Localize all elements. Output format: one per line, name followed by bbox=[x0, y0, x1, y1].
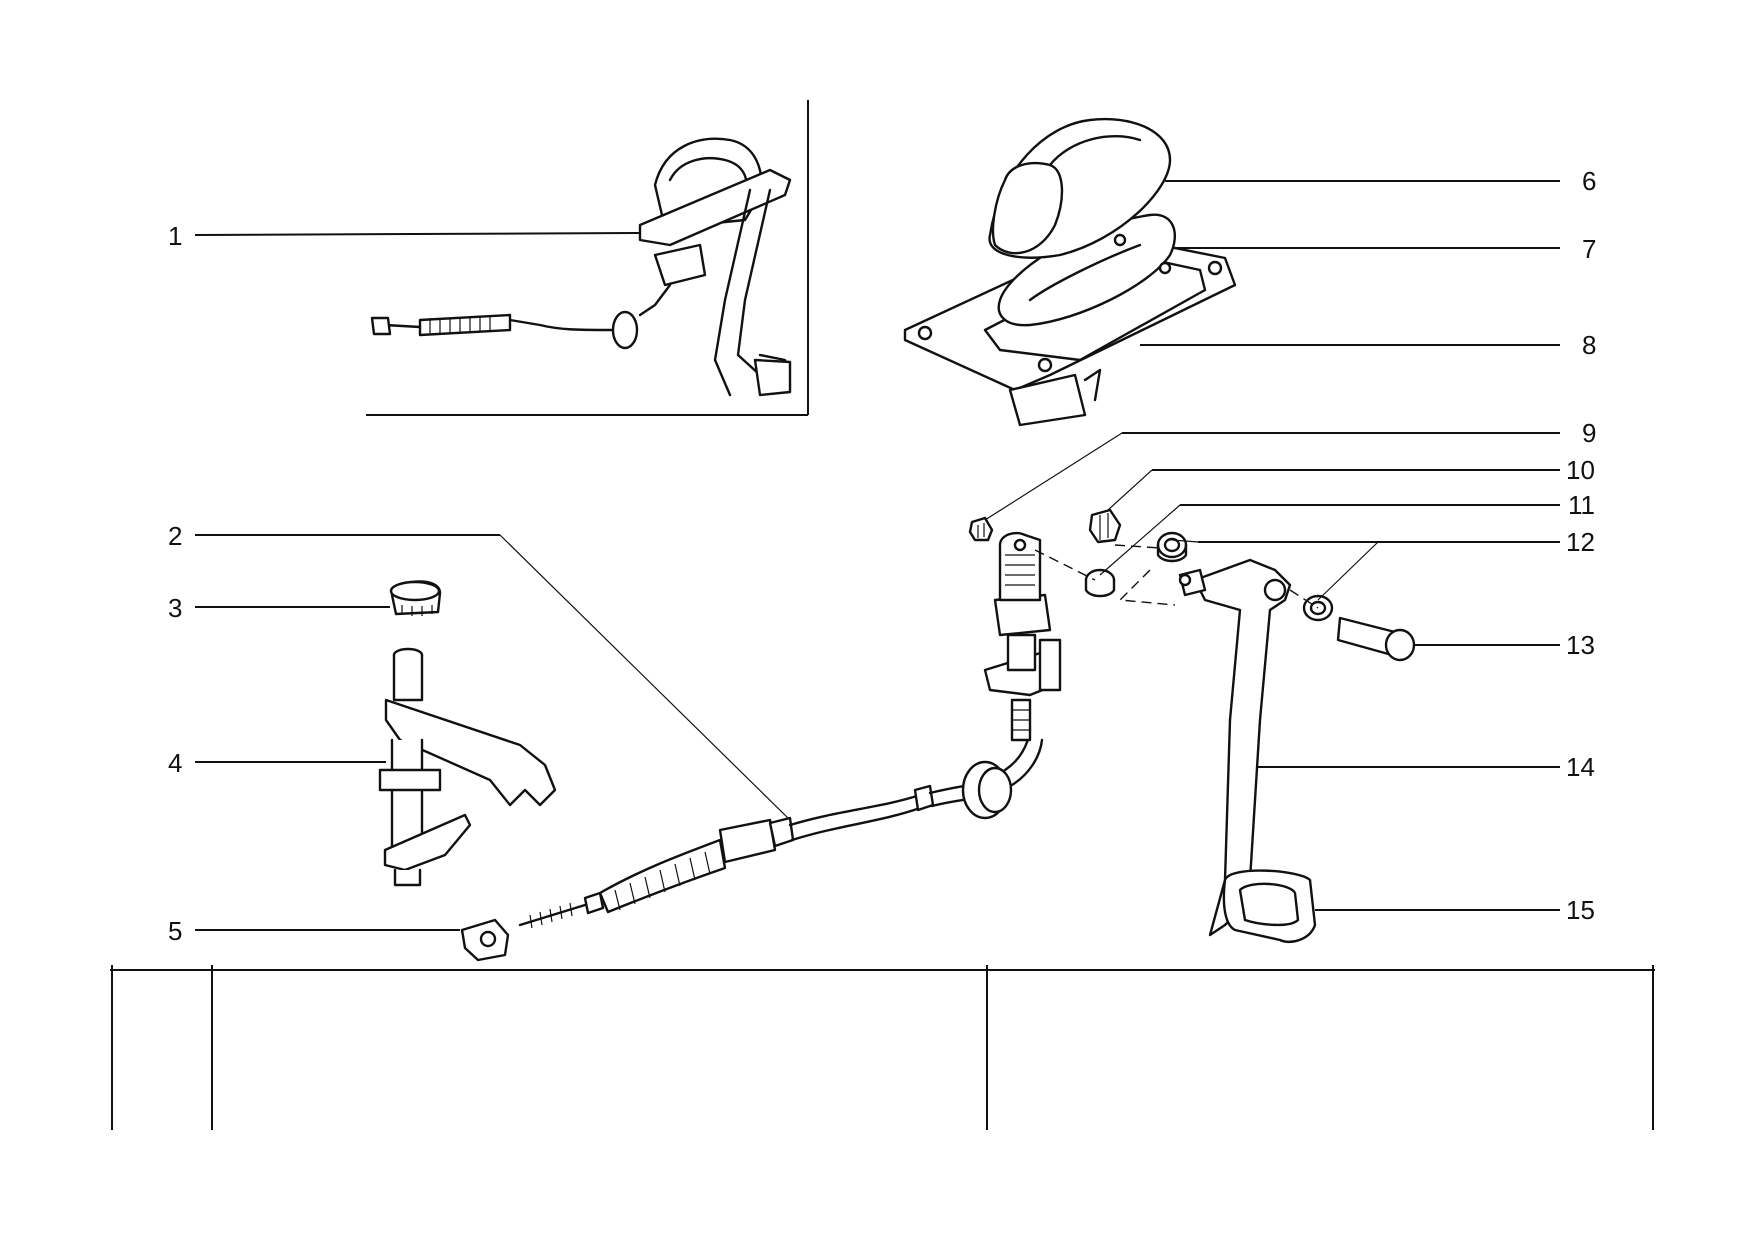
callout-7: 7 bbox=[1582, 234, 1596, 264]
boot-and-mounting-plate bbox=[903, 117, 1237, 427]
part-4-lever-shaft bbox=[378, 647, 557, 887]
callout-2: 2 bbox=[168, 521, 182, 551]
callout-15: 15 bbox=[1566, 895, 1595, 925]
callout-4: 4 bbox=[168, 748, 182, 778]
part-10-clip bbox=[1088, 508, 1122, 544]
part-2-clutch-cable bbox=[518, 531, 1062, 929]
part-3-cap bbox=[389, 580, 442, 616]
callout-9: 9 bbox=[1582, 418, 1596, 448]
callout-11: 11 bbox=[1568, 490, 1595, 520]
callout-numbers: 1 2 3 4 5 6 7 8 9 10 11 12 13 14 15 bbox=[168, 166, 1596, 946]
callout-14: 14 bbox=[1566, 752, 1595, 782]
callout-8: 8 bbox=[1582, 330, 1596, 360]
callout-1: 1 bbox=[168, 221, 182, 251]
leader-lines bbox=[194, 180, 1560, 931]
callout-10: 10 bbox=[1566, 455, 1595, 485]
callout-12: 12 bbox=[1566, 527, 1595, 557]
callout-3: 3 bbox=[168, 593, 182, 623]
title-block bbox=[110, 965, 1655, 1130]
part-13-pin bbox=[1336, 616, 1416, 662]
callout-6: 6 bbox=[1582, 166, 1596, 196]
part-15-pedal-pad bbox=[1222, 869, 1317, 944]
callout-13: 13 bbox=[1566, 630, 1595, 660]
callout-5: 5 bbox=[168, 916, 182, 946]
inset-assembly bbox=[366, 100, 809, 416]
assembly-guide-lines bbox=[1034, 544, 1319, 609]
part-9-clip bbox=[968, 516, 994, 542]
part-5-clip bbox=[460, 918, 510, 962]
part-11-bush bbox=[1084, 568, 1116, 598]
